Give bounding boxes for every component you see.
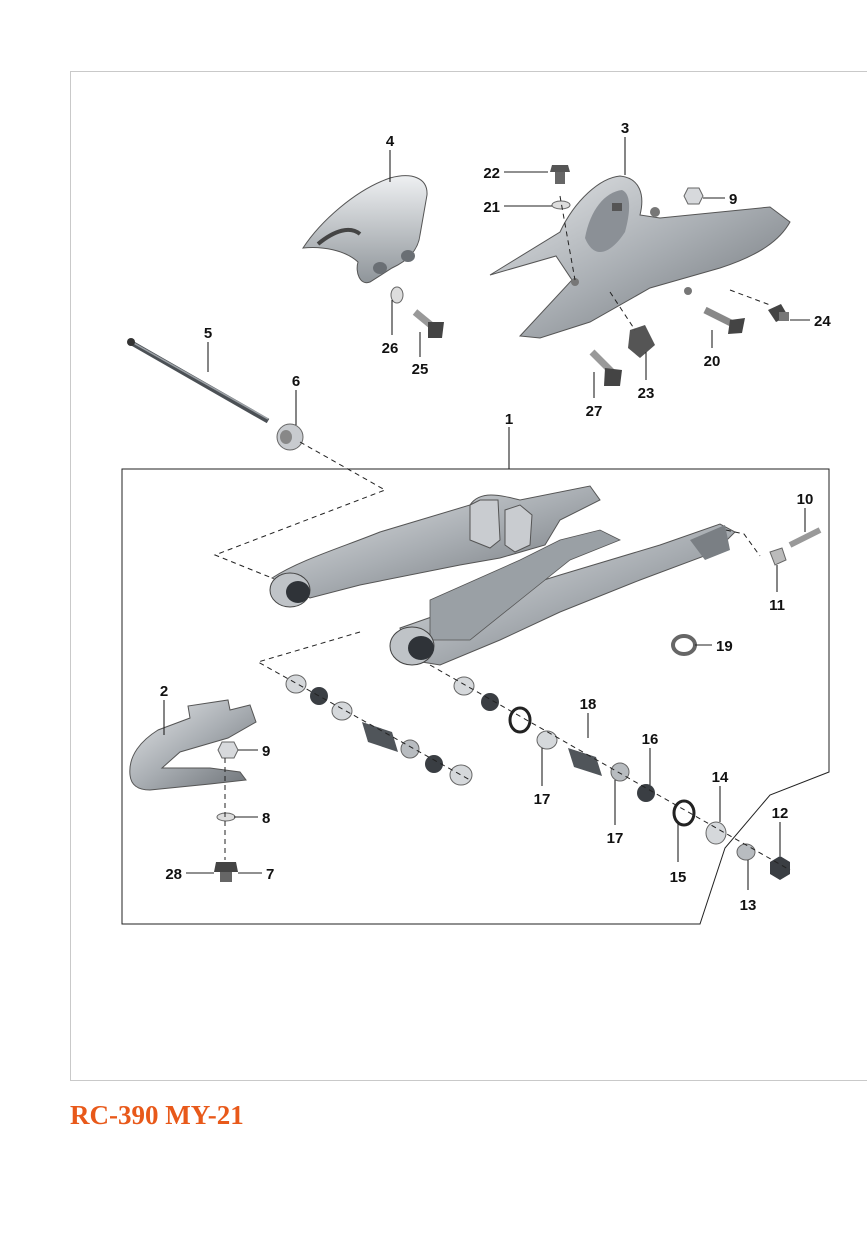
diagram-frame — [70, 71, 867, 1081]
callout-3: 3 — [621, 120, 629, 137]
callout-9-lower: 9 — [262, 743, 270, 760]
callout-5: 5 — [204, 325, 212, 342]
adjuster-bolt-10 — [788, 527, 822, 548]
callout-9-top: 9 — [729, 191, 737, 208]
washer-21 — [551, 200, 571, 210]
clip-nut-23 — [628, 325, 655, 358]
callout-19: 19 — [716, 638, 733, 655]
bearing-stack — [285, 674, 790, 880]
callout-numbers: 1 2 3 4 5 6 7 8 9 9 10 11 12 13 14 15 16… — [160, 120, 832, 914]
callout-14: 14 — [712, 769, 729, 786]
callout-26: 26 — [382, 340, 399, 357]
bolt-20 — [703, 306, 745, 334]
callout-17-left: 17 — [534, 791, 551, 808]
chain-guard — [489, 175, 791, 339]
washer-19 — [671, 634, 697, 656]
callout-24: 24 — [814, 313, 831, 330]
callout-16: 16 — [642, 731, 659, 748]
washer-8 — [216, 812, 236, 822]
callout-22: 22 — [483, 165, 500, 182]
screw-25 — [412, 309, 444, 338]
adjuster-nut-11 — [769, 547, 787, 566]
callout-28: 28 — [165, 866, 182, 883]
model-label: RC-390 MY-21 — [70, 1100, 244, 1130]
callout-13: 13 — [740, 897, 757, 914]
chain-guard-cover — [302, 175, 428, 284]
leader-lines — [163, 137, 810, 890]
screw-27 — [589, 349, 622, 386]
callout-15: 15 — [670, 869, 687, 886]
callout-25: 25 — [412, 361, 429, 378]
callout-2: 2 — [160, 683, 168, 700]
bushing-6 — [276, 423, 304, 451]
assembly-dashed-lines — [213, 195, 791, 871]
callout-1: 1 — [505, 411, 513, 428]
callout-20: 20 — [704, 353, 721, 370]
callout-4: 4 — [386, 133, 395, 150]
callout-17-right: 17 — [607, 830, 624, 847]
chain-slider-2 — [129, 699, 257, 791]
nut-9-lower — [217, 741, 239, 759]
callout-12: 12 — [772, 805, 789, 822]
callout-10: 10 — [797, 491, 814, 508]
callout-6: 6 — [292, 373, 300, 390]
callout-11: 11 — [769, 597, 785, 614]
callout-23: 23 — [638, 385, 655, 402]
callout-8: 8 — [262, 810, 270, 827]
screw-22 — [550, 165, 570, 184]
nut-9-top — [683, 187, 704, 205]
swingarm-axle-5 — [127, 338, 270, 424]
washer-26 — [390, 286, 404, 304]
callout-21: 21 — [483, 199, 500, 216]
callout-18: 18 — [580, 696, 597, 713]
screw-7 — [214, 862, 238, 882]
assembly-outline — [121, 468, 830, 925]
bolt-24 — [768, 304, 789, 322]
callout-27: 27 — [586, 403, 603, 420]
swingarm — [269, 485, 736, 666]
callout-7: 7 — [266, 866, 274, 883]
